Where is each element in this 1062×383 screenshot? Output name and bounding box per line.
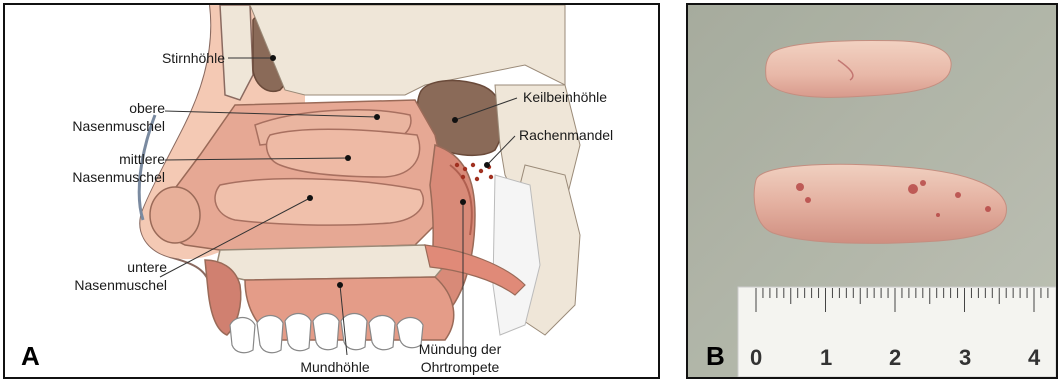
- label-mittlere-line2: Nasenmuschel: [15, 169, 165, 185]
- label-muendung-line2: Ohrtrompete: [405, 359, 515, 375]
- ruler-number-4: 4: [1028, 345, 1040, 371]
- label-muendung-line1: Mündung der: [405, 341, 515, 357]
- label-mundhoehle: Mundhöhle: [285, 359, 385, 375]
- label-mittlere-line1: mittlere: [65, 151, 165, 167]
- label-untere-line1: untere: [55, 259, 167, 275]
- nasal-cavity-illustration: [5, 5, 658, 377]
- label-untere-line2: Nasenmuschel: [25, 277, 167, 293]
- panel-a-anatomy-illustration: Stirnhöhle obere Nasenmuschel mittlere N…: [3, 3, 660, 379]
- ruler-number-1: 1: [820, 345, 832, 371]
- label-keilbeinhoehle: Keilbeinhöhle: [523, 89, 607, 105]
- label-obere-line2: Nasenmuschel: [25, 118, 165, 134]
- panel-letter-a: A: [21, 341, 40, 372]
- label-obere-line1: obere: [65, 100, 165, 116]
- ruler-number-2: 2: [889, 345, 901, 371]
- ruler-number-0: 0: [750, 345, 762, 371]
- specimen-photo: [688, 5, 1056, 377]
- panel-b-specimen-photo: 0 1 2 3 4 B: [686, 3, 1058, 379]
- panel-letter-b: B: [706, 341, 725, 372]
- label-stirnhoehle: Stirnhöhle: [115, 50, 225, 66]
- label-rachenmandel: Rachenmandel: [519, 127, 613, 143]
- ruler-number-3: 3: [959, 345, 971, 371]
